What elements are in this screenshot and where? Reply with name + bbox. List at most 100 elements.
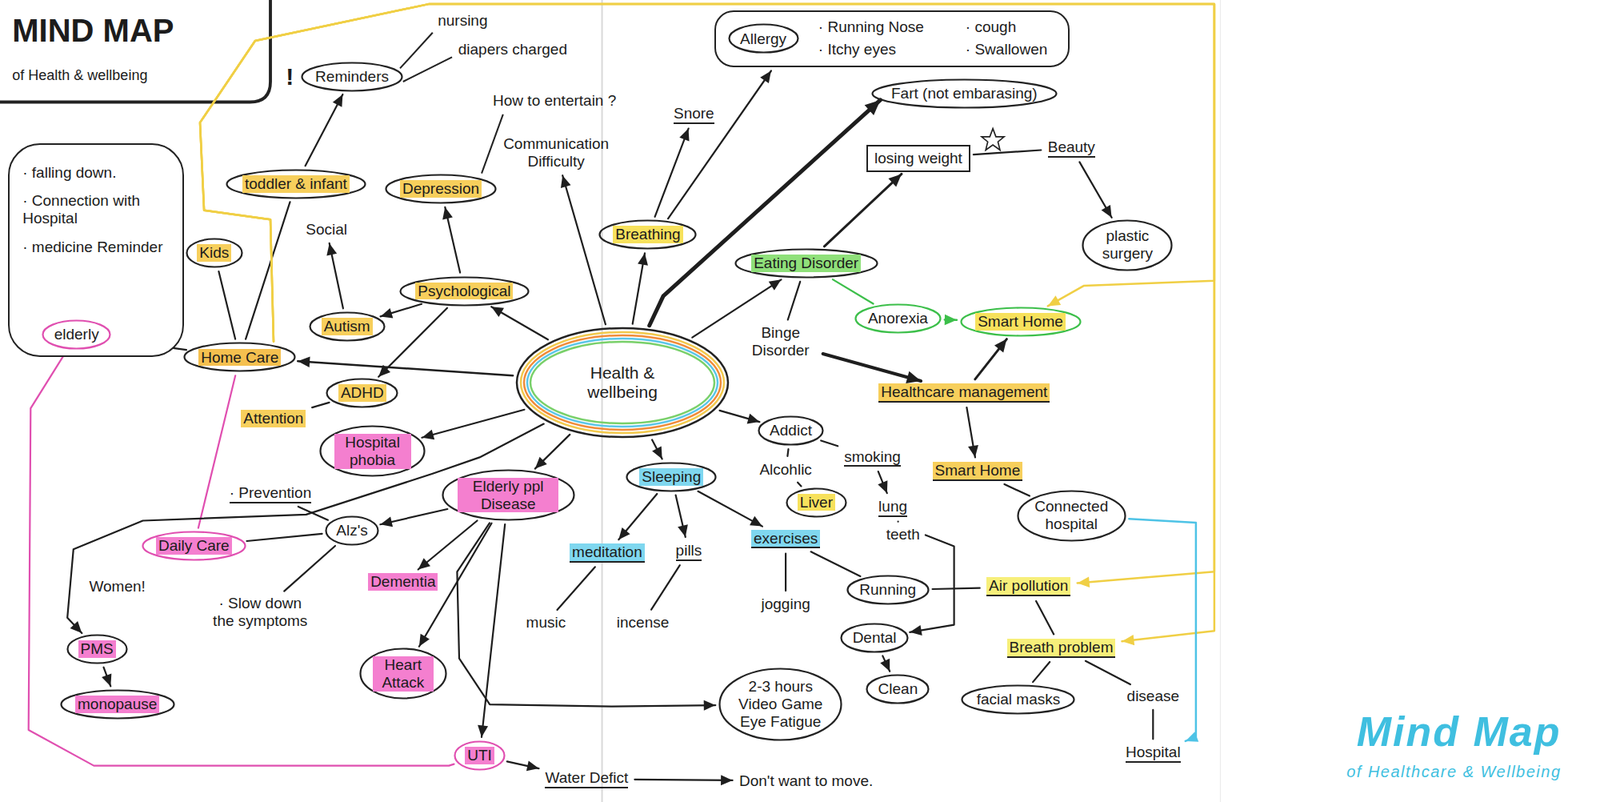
connector	[312, 402, 329, 408]
topic-word: Beauty	[1044, 136, 1099, 160]
connector-line	[698, 491, 763, 527]
topic-ellipse: monopause	[60, 688, 176, 720]
node-text: losing weight	[874, 149, 963, 168]
connector-line	[649, 100, 881, 326]
node-text: Psychological	[415, 282, 513, 300]
ellipse-outline	[735, 249, 877, 278]
connector	[200, 4, 1215, 645]
connector	[247, 533, 323, 541]
note-text: · Running Nose	[818, 18, 966, 36]
arrow-head	[1101, 204, 1112, 218]
node-text: Heart Attack	[372, 656, 434, 692]
arrow-head	[477, 724, 488, 737]
connector	[824, 173, 902, 246]
text-holder: How to entertain ?	[492, 92, 616, 110]
topic-ellipse: Connected hospital	[1016, 489, 1127, 542]
connector	[507, 760, 540, 772]
topic-ellipse: Heart Attack	[359, 647, 448, 700]
topic-ellipse: Anorexia	[854, 303, 942, 334]
connector	[797, 482, 801, 487]
node-text: Alcohlic	[759, 460, 812, 479]
ellipse-outline	[600, 220, 696, 249]
topic-word: disease	[1123, 685, 1183, 707]
node-text: Communication Difficulty	[500, 135, 612, 171]
arrow-head	[442, 207, 453, 220]
ring	[520, 332, 724, 433]
ellipse-outline	[728, 24, 798, 53]
arrow-head	[421, 429, 435, 440]
arrow-head	[326, 243, 337, 256]
ring	[516, 328, 728, 437]
connector-line	[1085, 660, 1131, 684]
note-text: · Swallowen	[965, 40, 1068, 59]
text-holder: !	[285, 63, 294, 92]
connector	[973, 150, 1041, 156]
connector-line	[305, 94, 344, 166]
node-text: Eating Disorder	[751, 254, 861, 272]
label-text: diapers charged	[458, 40, 568, 59]
arrow-head	[297, 356, 310, 368]
connector	[284, 545, 336, 592]
topic-word: Attention	[237, 408, 309, 429]
topic-ellipse: Dental	[840, 622, 909, 653]
topic-ellipse: Reminders	[300, 61, 404, 92]
node-text: Water Defict	[544, 768, 628, 788]
topic-ellipse: plastic surgery	[1081, 219, 1173, 272]
arrow-head	[1048, 295, 1061, 306]
node-text: Depression	[400, 180, 482, 198]
connector-line	[975, 339, 1008, 380]
text-holder: of Health & wellbeing	[12, 67, 148, 84]
arrow-head	[637, 252, 648, 265]
ellipse-outline	[1083, 220, 1172, 270]
node-text: Home Care	[198, 348, 281, 367]
ellipse-outline	[43, 320, 111, 349]
connector-line	[297, 360, 513, 376]
leader-line	[403, 56, 452, 82]
connector	[651, 564, 680, 610]
arrow-head	[491, 306, 504, 317]
ellipse-outline	[360, 648, 446, 699]
node-text: Kids	[196, 244, 232, 262]
topic-ellipse: Allergy	[728, 23, 800, 54]
connector-line	[200, 4, 1215, 583]
connector	[877, 471, 888, 493]
connector-line	[247, 533, 323, 541]
topic-word: pills	[672, 540, 705, 563]
arrow-head	[877, 480, 888, 493]
topic-ellipse: Fart (not embarasing)	[871, 78, 1058, 109]
connector-line	[218, 271, 236, 340]
node-text: smoking	[844, 448, 901, 468]
node-text: Addict	[769, 421, 812, 440]
topic-ellipse: Breathing	[598, 219, 697, 250]
ellipse-outline	[454, 740, 504, 769]
connector-line	[909, 534, 954, 632]
topic-ellipse: Addict	[757, 415, 824, 446]
connector	[1032, 661, 1050, 682]
ring	[524, 335, 721, 430]
topic-ellipse: Running	[846, 574, 930, 605]
topic-word: Alcohlic	[756, 459, 816, 480]
topic-word: Healthcare management	[875, 381, 1054, 404]
notebook-edge	[1220, 0, 1221, 802]
ring	[530, 341, 715, 424]
label-text: nursing	[437, 12, 488, 30]
topic-word: Air pollution	[983, 575, 1075, 598]
connector	[200, 4, 1215, 588]
note-text: · medicine Reminder	[22, 238, 163, 256]
connector-line	[200, 4, 1215, 641]
arrow-head	[880, 658, 890, 672]
connector	[560, 175, 606, 324]
topic-ellipse: Hospital phobia	[319, 424, 426, 477]
ring	[527, 338, 718, 427]
connector	[380, 508, 448, 527]
connector	[632, 252, 648, 324]
ellipse-outline	[786, 488, 846, 516]
connector	[67, 424, 544, 633]
text-holder: MIND MAP	[12, 12, 174, 49]
node-text: Dental	[852, 628, 897, 647]
topic-word: lung	[875, 496, 911, 519]
topic-ellipse: Autism	[308, 311, 386, 342]
node-text: Breathing	[612, 225, 683, 244]
arrow-head	[652, 445, 663, 459]
